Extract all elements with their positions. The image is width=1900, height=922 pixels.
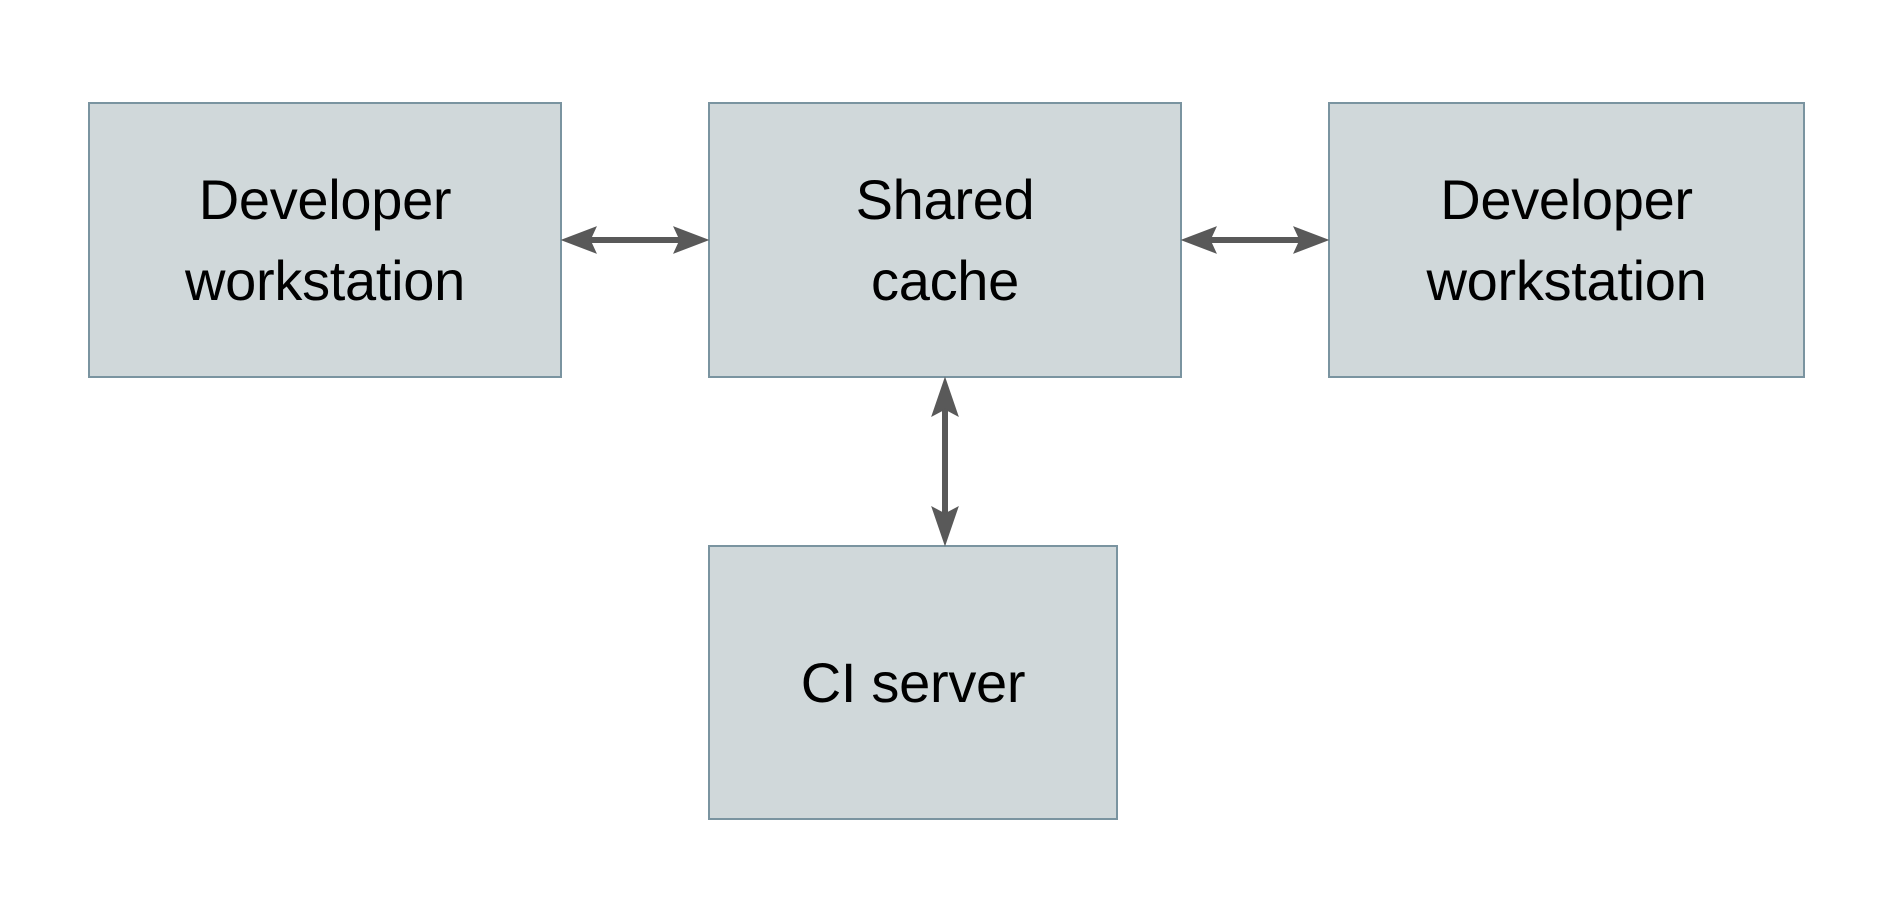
edge-dev-left-to-cache <box>560 226 710 254</box>
node-ci-server[interactable]: CI server <box>708 545 1118 820</box>
node-label: Shared cache <box>855 167 1035 312</box>
double-arrow-vertical-icon <box>931 376 959 547</box>
double-arrow-horizontal-icon <box>1180 226 1330 254</box>
double-arrow-horizontal-icon <box>560 226 710 254</box>
edge-cache-to-dev-right <box>1180 226 1330 254</box>
node-developer-workstation-right[interactable]: Developer workstation <box>1328 102 1805 378</box>
node-label: CI server <box>800 650 1026 714</box>
node-label: Developer workstation <box>185 167 465 312</box>
node-developer-workstation-left[interactable]: Developer workstation <box>88 102 562 378</box>
node-shared-cache[interactable]: Shared cache <box>708 102 1182 378</box>
node-label: Developer workstation <box>1426 167 1707 312</box>
edge-cache-to-ci-server <box>931 376 959 547</box>
